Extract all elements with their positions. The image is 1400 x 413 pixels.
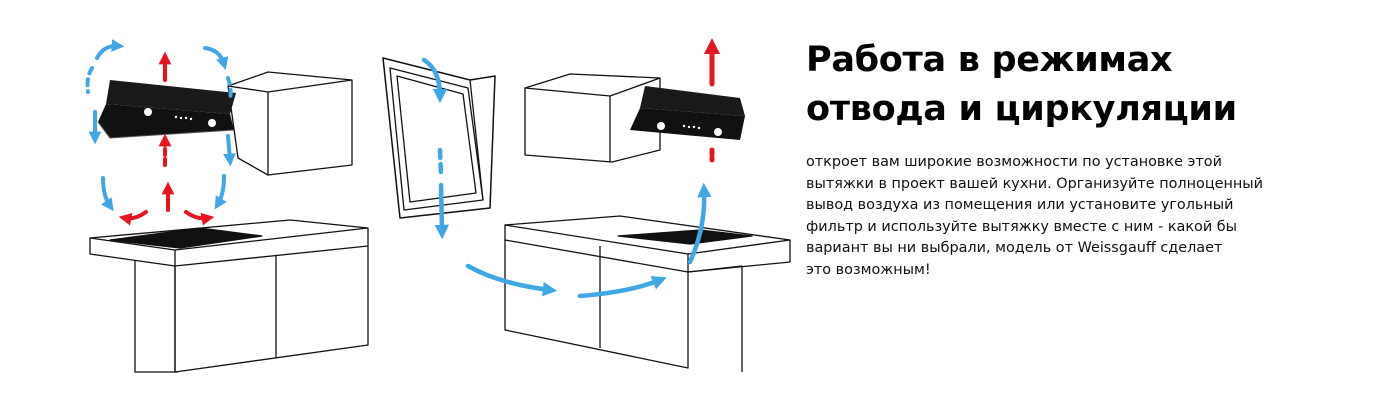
left-wall-cabinet xyxy=(227,71,353,176)
right-kitchen-counter xyxy=(504,215,791,372)
description-line: вытяжки в проект вашей кухни. Организуйт… xyxy=(806,175,1263,192)
description-line: откроет вам широкие возможности по устан… xyxy=(806,154,1222,170)
left-exhaust-arrow-icon xyxy=(118,51,215,226)
right-wall-cabinet xyxy=(524,73,661,163)
description-line: вывод воздуха из помещения или установит… xyxy=(806,197,1234,213)
description-line: фильтр и используйте вытяжку вместе с ни… xyxy=(806,218,1238,235)
description-text: откроет вам широкие возможности по устан… xyxy=(806,152,1366,281)
description-line: вариант вы ни выбрали, модель от Weissga… xyxy=(806,240,1223,256)
right-range-hood-icon xyxy=(630,86,745,140)
left-kitchen-counter xyxy=(89,219,369,373)
window-icon xyxy=(382,57,496,219)
content-block: Работа в режимах отвода и циркуляции отк… xyxy=(806,36,1366,281)
title-line-1: Работа в режимах xyxy=(806,40,1173,80)
left-circulation-airflow xyxy=(85,39,236,212)
left-range-hood-icon xyxy=(97,80,236,139)
kitchen-airflow-illustration xyxy=(85,37,791,373)
window-airflow-arrow-icon xyxy=(421,57,712,299)
page-title: Работа в режимах отвода и циркуляции xyxy=(806,36,1366,134)
title-line-2: отвода и циркуляции xyxy=(806,89,1237,129)
description-line: это возможным! xyxy=(806,261,931,278)
